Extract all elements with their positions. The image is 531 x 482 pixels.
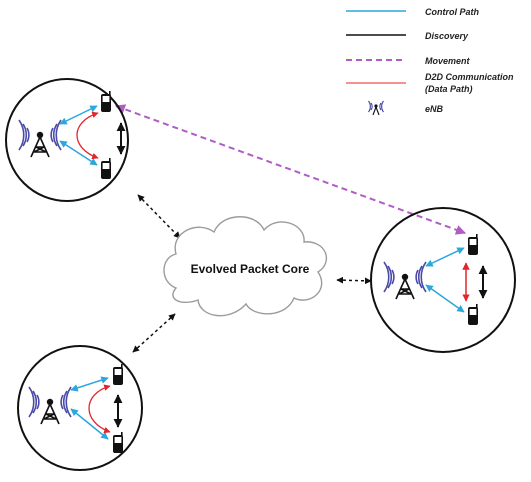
legend-control-path-label: Control Path bbox=[425, 7, 479, 17]
legend-d2d: D2D Communication (Data Path) bbox=[346, 72, 514, 94]
legend-enb: eNB bbox=[367, 100, 444, 116]
enb-tower-icon bbox=[28, 386, 72, 425]
mobile-phone-icon bbox=[468, 234, 478, 255]
control-path-arrow bbox=[425, 284, 465, 313]
movement-arrow bbox=[115, 104, 466, 235]
link-core-right bbox=[336, 276, 372, 285]
legend-d2d-sublabel: (Data Path) bbox=[425, 84, 473, 94]
core-cloud-shape bbox=[163, 216, 328, 317]
core-label: Evolved Packet Core bbox=[191, 262, 310, 276]
d2d-arrow bbox=[88, 384, 111, 434]
legend-enb-icon bbox=[367, 100, 385, 116]
evolved-packet-core: Evolved Packet Core bbox=[163, 216, 328, 317]
cell-boundary bbox=[17, 345, 143, 471]
enb-tower-icon bbox=[18, 119, 62, 158]
control-path-arrow bbox=[425, 247, 465, 267]
link-topleft-core bbox=[137, 194, 181, 239]
cell-right bbox=[370, 207, 516, 353]
legend: Control Path Discovery Movement D2D Comm… bbox=[346, 7, 514, 116]
legend-discovery-label: Discovery bbox=[425, 31, 469, 41]
legend-movement-label: Movement bbox=[425, 56, 471, 66]
mobile-phone-icon bbox=[468, 304, 478, 325]
control-path-arrow bbox=[59, 140, 98, 166]
d2d-arrow bbox=[76, 111, 99, 160]
cell-boundary bbox=[370, 207, 516, 353]
cell-bottom-left bbox=[17, 345, 143, 471]
legend-enb-label: eNB bbox=[425, 104, 444, 114]
control-path-arrow bbox=[70, 376, 109, 392]
link-bottomleft-core bbox=[132, 313, 176, 353]
legend-control-path: Control Path bbox=[346, 7, 479, 17]
legend-d2d-label: D2D Communication bbox=[425, 72, 514, 82]
mobile-phone-icon bbox=[101, 91, 111, 112]
enb-tower-icon bbox=[383, 261, 427, 300]
mobile-phone-icon bbox=[101, 158, 111, 179]
cell-boundary bbox=[5, 78, 129, 202]
cell-top-left bbox=[5, 78, 129, 202]
control-path-arrow bbox=[59, 105, 98, 125]
mobile-phone-icon bbox=[113, 364, 123, 385]
mobile-phone-icon bbox=[113, 432, 123, 453]
legend-movement: Movement bbox=[346, 56, 471, 66]
control-path-arrow bbox=[70, 408, 109, 440]
legend-discovery: Discovery bbox=[346, 31, 469, 41]
